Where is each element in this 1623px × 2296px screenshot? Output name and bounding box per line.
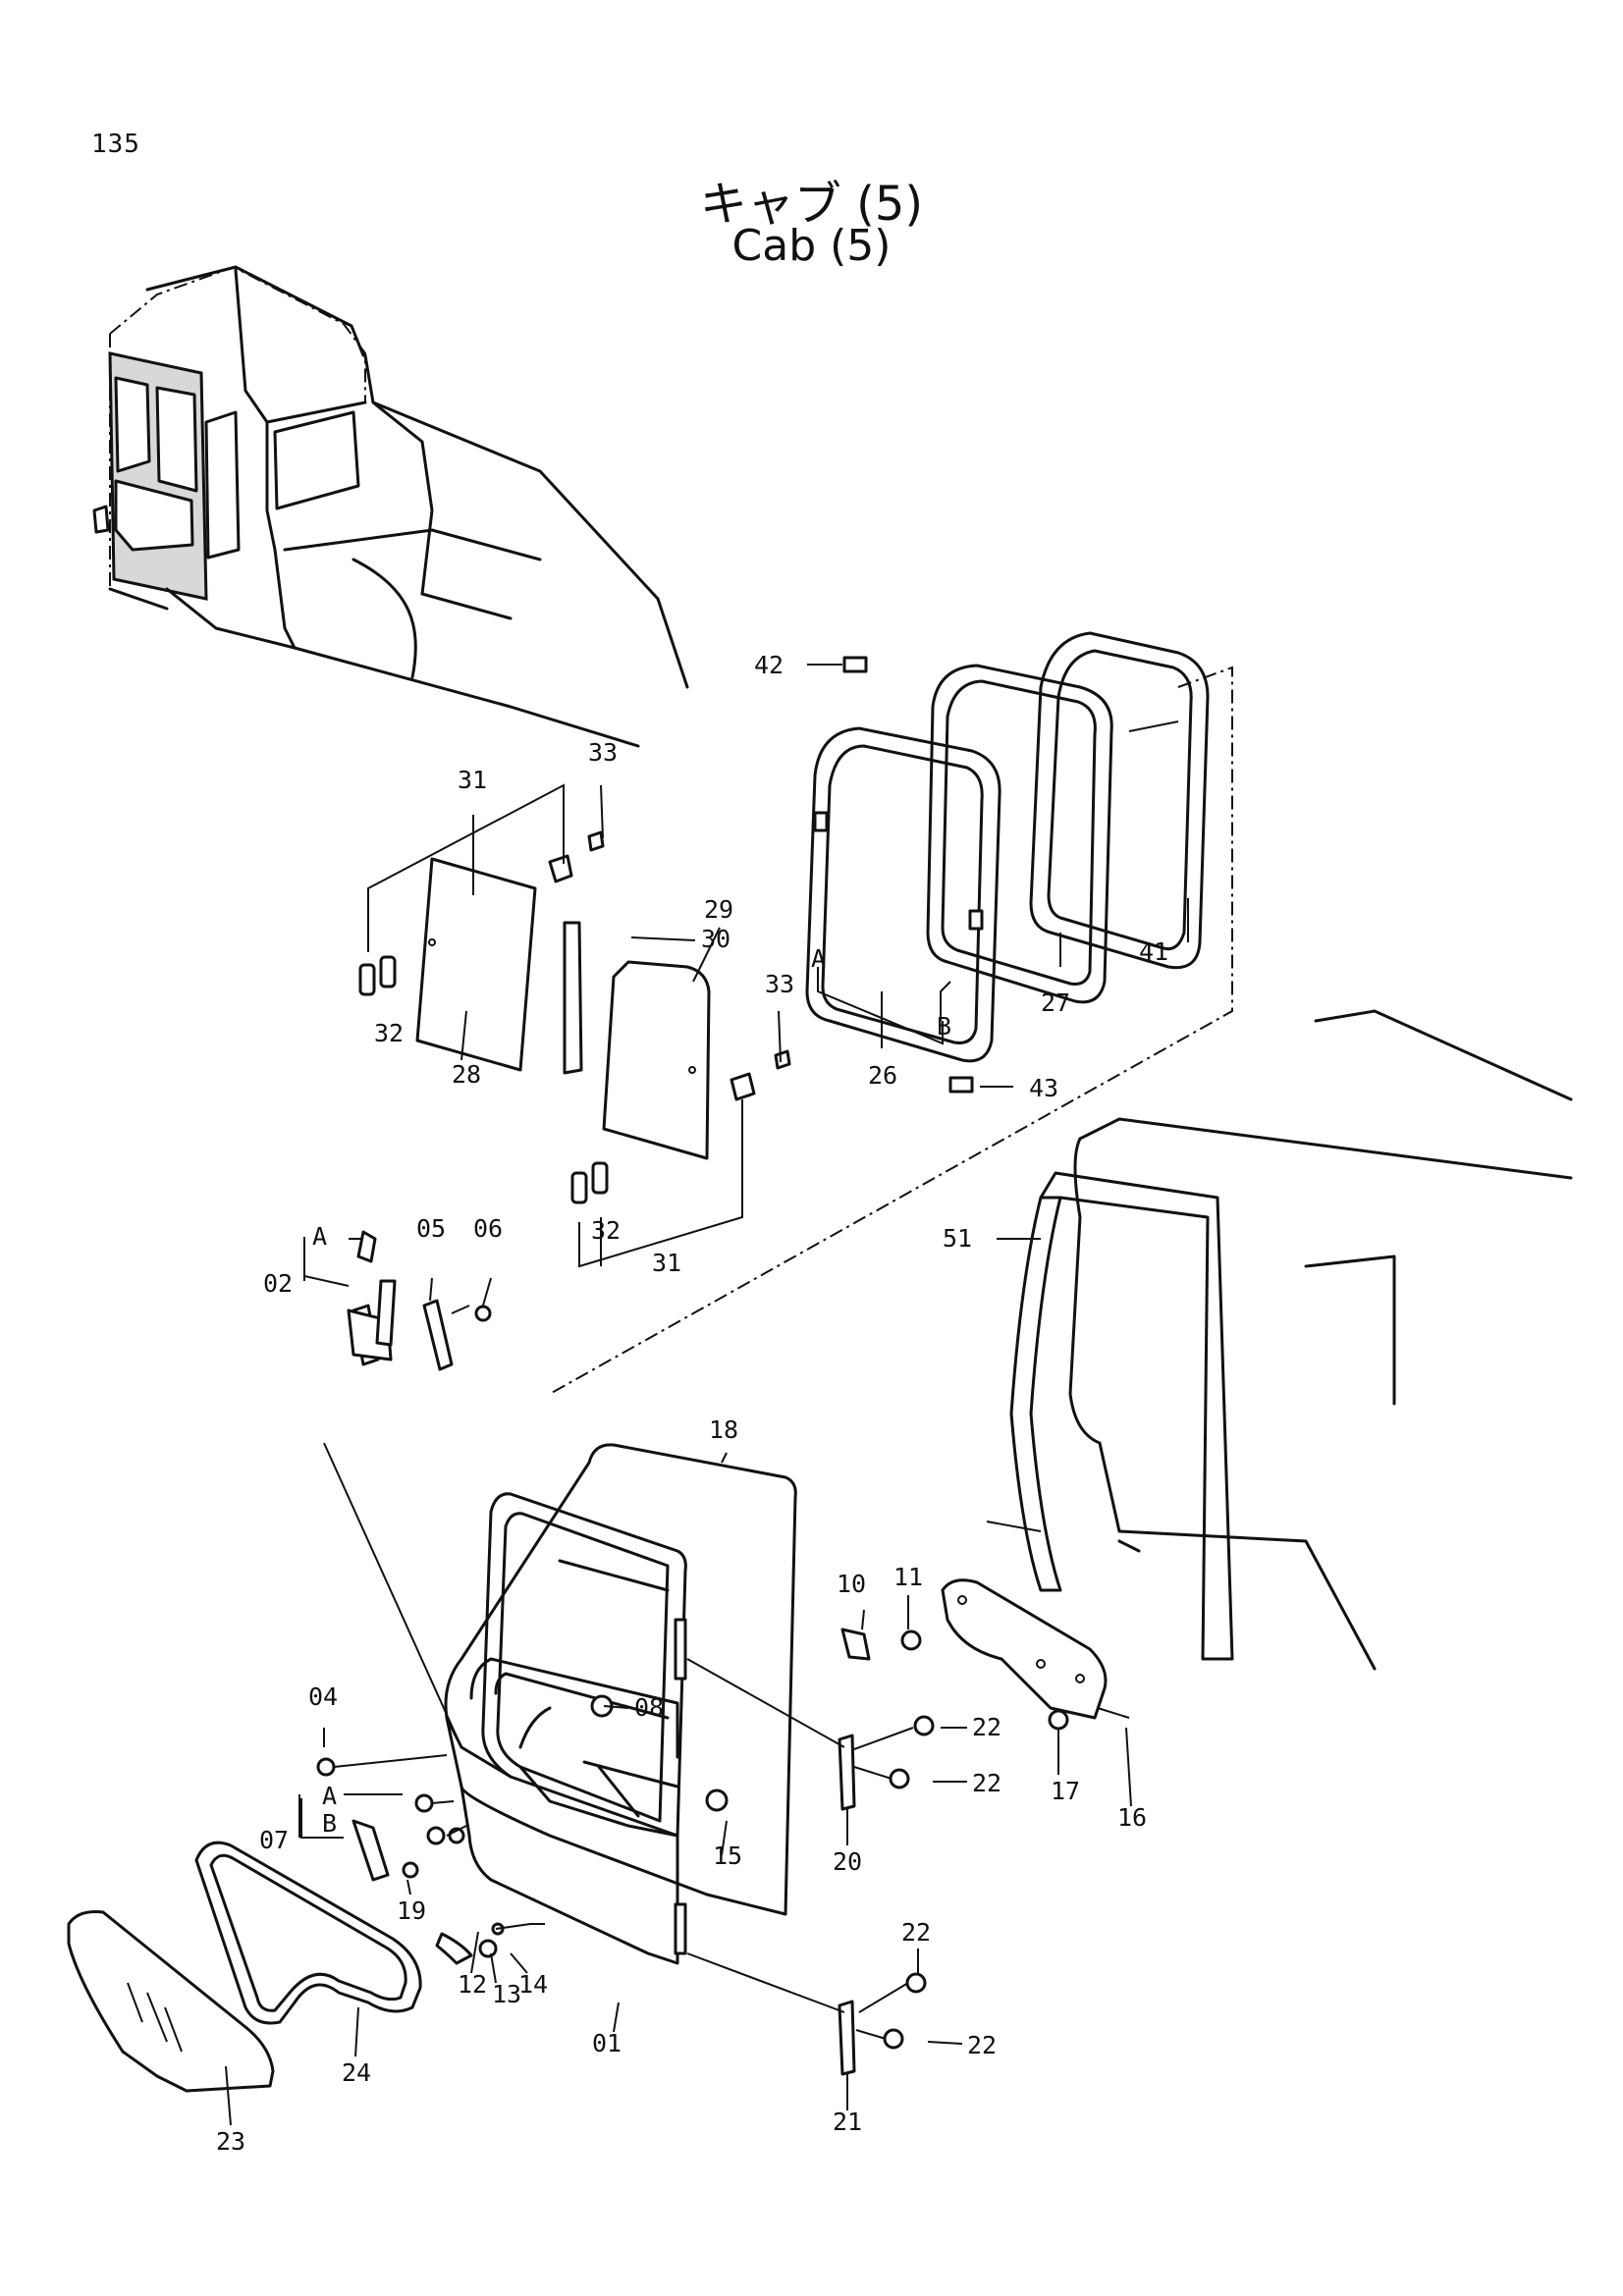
callout-18: 18	[709, 1415, 738, 1444]
reference-mark-a-upper: A	[811, 944, 826, 973]
callout-28: 28	[452, 1060, 481, 1089]
callout-24: 24	[342, 2058, 371, 2087]
page-number: 135	[91, 130, 140, 159]
callout-21: 21	[833, 2108, 862, 2136]
callout-31: 31	[458, 766, 487, 794]
callout-11: 11	[893, 1563, 923, 1591]
callout-22-d: 22	[967, 2031, 997, 2059]
callout-51: 51	[943, 1224, 972, 1253]
callout-22-a: 22	[972, 1713, 1001, 1741]
callout-33: 33	[588, 738, 618, 767]
cab-overview-illustration	[92, 265, 689, 748]
callout-20: 20	[833, 1847, 862, 1876]
callout-32-lower: 32	[591, 1216, 621, 1245]
reference-mark-a-handle: A	[312, 1222, 327, 1251]
door-hardware	[316, 1230, 729, 1965]
hinges-and-brackets	[686, 1578, 1130, 2076]
callout-33-lower: 33	[765, 970, 794, 998]
callout-17: 17	[1051, 1777, 1080, 1805]
callout-15: 15	[713, 1842, 742, 1870]
callout-22-c: 22	[901, 1918, 931, 1947]
callout-26: 26	[868, 1061, 897, 1090]
callout-05: 05	[416, 1214, 446, 1243]
callout-labels: 42 33 31 30 29 32 28 33 41 27 26 43 32 3…	[216, 651, 1168, 2156]
callout-10: 10	[837, 1570, 866, 1598]
callout-32: 32	[374, 1019, 404, 1047]
callout-29: 29	[704, 895, 733, 924]
door-assembly	[444, 1443, 797, 1965]
callout-02: 02	[263, 1269, 293, 1298]
callout-31-lower: 31	[652, 1249, 681, 1277]
callout-12: 12	[458, 1970, 487, 1999]
callout-41: 41	[1139, 937, 1168, 966]
diagram-title-english: Cab (5)	[731, 221, 892, 271]
callout-08: 08	[634, 1693, 664, 1722]
side-window-panels	[358, 783, 791, 1268]
diagram-title-japanese: キャブ (5)	[699, 177, 924, 232]
callout-01: 01	[592, 2029, 622, 2057]
reference-mark-a-lower: A	[322, 1782, 337, 1810]
reference-brackets	[298, 1237, 403, 1838]
callout-42: 42	[754, 651, 784, 679]
reference-mark-b-upper: B	[937, 1012, 951, 1041]
callout-23: 23	[216, 2127, 245, 2156]
callout-leaders	[225, 664, 1189, 2126]
callout-13: 13	[492, 1980, 521, 2008]
front-door-glass-and-seal	[67, 1841, 422, 2093]
callout-07: 07	[259, 1826, 289, 1854]
reference-mark-b-lower: B	[322, 1809, 337, 1838]
callout-22-b: 22	[972, 1769, 1001, 1797]
callout-04: 04	[308, 1682, 338, 1711]
callout-19: 19	[397, 1896, 426, 1925]
cab-door-opening-seal	[1009, 1009, 1573, 1671]
callout-16: 16	[1117, 1803, 1147, 1832]
callout-43: 43	[1029, 1074, 1058, 1102]
callout-30: 30	[701, 925, 730, 953]
callout-27: 27	[1041, 988, 1070, 1017]
rear-window-frames	[549, 631, 1233, 1395]
callout-14: 14	[518, 1970, 548, 1999]
callout-06: 06	[473, 1214, 503, 1243]
